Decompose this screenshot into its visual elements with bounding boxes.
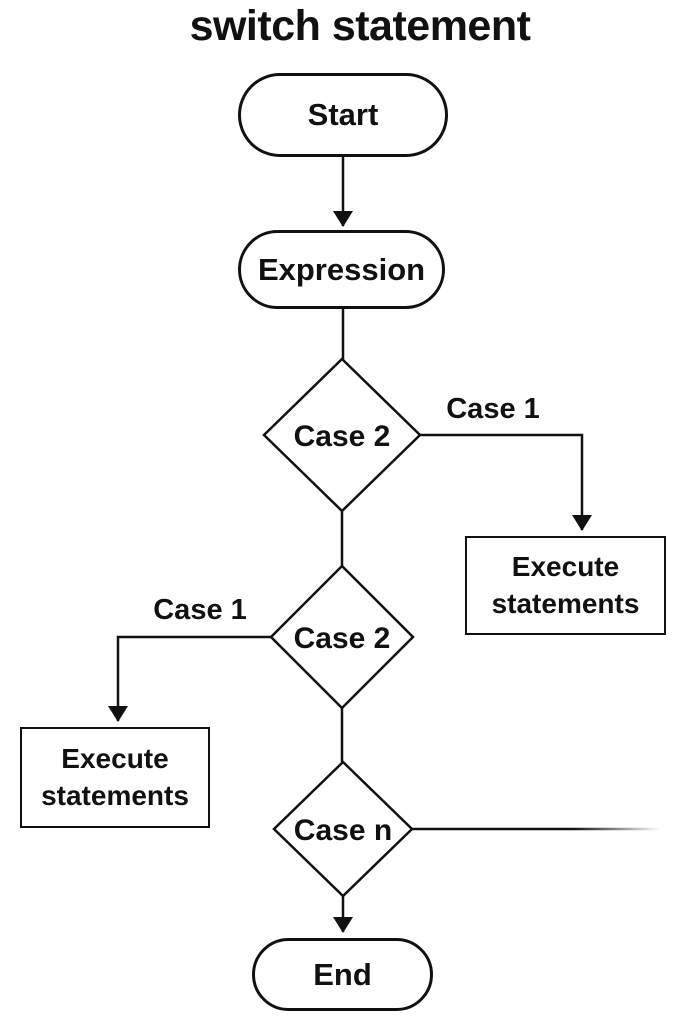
diagram-title: switch statement xyxy=(189,2,531,50)
edge-label-case1-right: Case 1 xyxy=(446,393,540,425)
node-execute-statements-left: Execute statements xyxy=(20,727,210,828)
node-execute-statements-left-label: Execute statements xyxy=(41,743,189,811)
node-expression: Expression xyxy=(238,230,445,309)
node-start-label: Start xyxy=(307,97,379,132)
node-end: End xyxy=(252,938,433,1011)
node-expression-label: Expression xyxy=(257,251,426,287)
node-execute-statements-right: Execute statements xyxy=(465,536,666,635)
node-execute-statements-right-label: Execute statements xyxy=(491,551,640,619)
decision3-label: Case n xyxy=(293,814,393,847)
edge-decision2-to-execute-left xyxy=(108,635,272,722)
decision3-diamond xyxy=(272,760,414,898)
decision1-label: Case 2 xyxy=(293,420,391,453)
node-end-label: End xyxy=(313,956,372,992)
decision1-diamond xyxy=(262,357,422,513)
edge-decision1-to-execute-right xyxy=(420,433,592,531)
node-start: Start xyxy=(238,73,448,157)
decision2-label: Case 2 xyxy=(293,622,391,655)
edge-label-case1-left: Case 1 xyxy=(153,594,247,626)
decision2-diamond xyxy=(269,564,415,710)
